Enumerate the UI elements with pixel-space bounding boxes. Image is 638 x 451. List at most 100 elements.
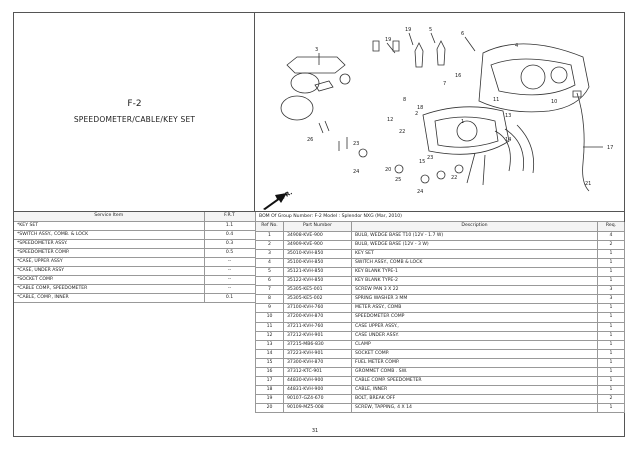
bom-part-number: 37300-KVH-870 (283, 358, 352, 369)
socket-wiring (494, 124, 535, 174)
bom-req: 1 (597, 385, 625, 396)
exploded-diagram-panel: 3 19 19 5 8 18 6 7 16 12 2 13 22 1 17 14… (255, 13, 624, 212)
callout-15: 15 (419, 159, 425, 165)
service-item-row: *SPEEDOMETER ASSY.0.3 (14, 239, 256, 249)
figure-title-panel: F-2 SPEEDOMETER/CABLE/KEY SET (14, 13, 255, 212)
bom-req: 4 (597, 231, 625, 241)
key-blank-2 (436, 40, 446, 66)
bom-description: FUEL METER COMP. (351, 358, 598, 369)
bom-req: 3 (597, 285, 625, 296)
bom-description: KEY SET (351, 249, 598, 259)
bom-ref-no: 16 (255, 367, 284, 378)
bom-part-number: 37312-KTC-901 (283, 367, 352, 378)
bom-description: BULB, WEDGE BASE (12V - 3 W) (351, 240, 598, 250)
service-item-name: *SOCKET COMP. (14, 275, 205, 286)
key-blank-1 (414, 42, 424, 68)
service-item-frt: 1.1 (204, 221, 256, 231)
bom-ref-no: 19 (255, 394, 284, 405)
bom-description: CLAMP (351, 340, 598, 350)
bom-description: SCREW, TAPPING, 4 X 14 (351, 403, 598, 414)
bom-part-number: 34909-KVE-900 (283, 240, 352, 250)
bom-description: KEY BLANK TYPE-2 (351, 276, 598, 287)
bom-ref-no: 5 (255, 267, 284, 278)
service-item-name: *CASE, UNDER ASSY (14, 266, 205, 277)
figure-code: F-2 (127, 99, 142, 109)
bom-req: 1 (597, 403, 625, 414)
bom-ref-no: 14 (255, 349, 284, 359)
bom-description: SOCKET COMP. (351, 349, 598, 359)
bom-ref-no: 3 (255, 249, 284, 259)
bom-ref-no: 10 (255, 312, 284, 323)
callout-13: 13 (505, 113, 511, 119)
bom-ref-no: 6 (255, 276, 284, 287)
bom-part-number: 35100-KVH-850 (283, 258, 352, 268)
bom-ref-no: 12 (255, 331, 284, 341)
callout-19a: 19 (385, 37, 391, 43)
callout-4: 4 (515, 43, 518, 49)
callout-6: 6 (461, 31, 464, 37)
switch-base (280, 95, 314, 121)
callout-7: 7 (443, 81, 446, 87)
meter-case-under (422, 106, 510, 155)
parts-page-frame: F-2 SPEEDOMETER/CABLE/KEY SET (13, 12, 625, 437)
service-item-name: *KEY SET (14, 221, 205, 231)
bom-req: 1 (597, 267, 625, 278)
bom-part-number: 37223-KVH-901 (283, 349, 352, 359)
front-direction-arrow: FR. (263, 189, 294, 210)
bom-ref-no: 8 (255, 294, 284, 305)
callout-2: 2 (415, 111, 418, 117)
bom-req: 1 (597, 303, 625, 314)
bom-part-number: 90109-MZ5-008 (283, 403, 352, 414)
bom-description: SPRING WASHER 3 MM (351, 294, 598, 305)
service-item-name: *SPEEDOMETER COMP. (14, 248, 205, 258)
bom-part-number: 35010-KVH-850 (283, 249, 352, 259)
bom-req: 1 (597, 340, 625, 350)
service-item-row: *SOCKET COMP.-- (14, 275, 256, 286)
service-item-row: *SPEEDOMETER COMP.0.5 (14, 248, 256, 258)
service-item-name: *SPEEDOMETER ASSY. (14, 239, 205, 249)
bom-ref-no: 9 (255, 303, 284, 314)
ref-no-header: Ref No. (255, 222, 284, 232)
bom-req: 2 (597, 394, 625, 405)
bom-description: CASE UNDER ASSY. (351, 331, 598, 341)
exploded-parts-diagram: 3 19 19 5 8 18 6 7 16 12 2 13 22 1 17 14… (263, 27, 613, 210)
bom-ref-no: 2 (255, 240, 284, 250)
callout-25: 25 (395, 177, 401, 183)
figure-title: SPEEDOMETER/CABLE/KEY SET (73, 115, 196, 124)
service-item-row: *CASE, UNDER ASSY-- (14, 266, 256, 277)
bom-ref-no: 13 (255, 340, 284, 350)
callout-26: 26 (307, 137, 313, 143)
bom-part-number: 37215-MB6-830 (283, 340, 352, 350)
req-header: Req. (597, 222, 625, 232)
bom-ref-no: 11 (255, 322, 284, 332)
service-item-row: *CASE, UPPER ASSY-- (14, 257, 256, 268)
bom-description: KEY BLANK TYPE-1 (351, 267, 598, 278)
front-label: FR. (281, 189, 294, 201)
callout-16: 16 (455, 73, 461, 79)
callout-5: 5 (429, 27, 432, 33)
service-item-frt: 0.3 (204, 239, 256, 249)
bom-description: BULB, WEDGE BASE T10 (12V - 1.7 W) (351, 231, 598, 241)
bom-part-number: 35122-KVH-850 (283, 276, 352, 287)
service-item-frt: -- (204, 284, 256, 295)
callout-21: 21 (585, 181, 591, 187)
service-item-name: *CABLE COMP., SPEEDOMETER (14, 284, 205, 295)
service-item-header: Service Item (14, 212, 205, 222)
callout-17: 17 (607, 145, 613, 151)
callout-22b: 22 (451, 175, 457, 181)
callout-24b: 24 (417, 189, 423, 195)
bom-req: 1 (597, 276, 625, 287)
bom-req: 1 (597, 249, 625, 259)
